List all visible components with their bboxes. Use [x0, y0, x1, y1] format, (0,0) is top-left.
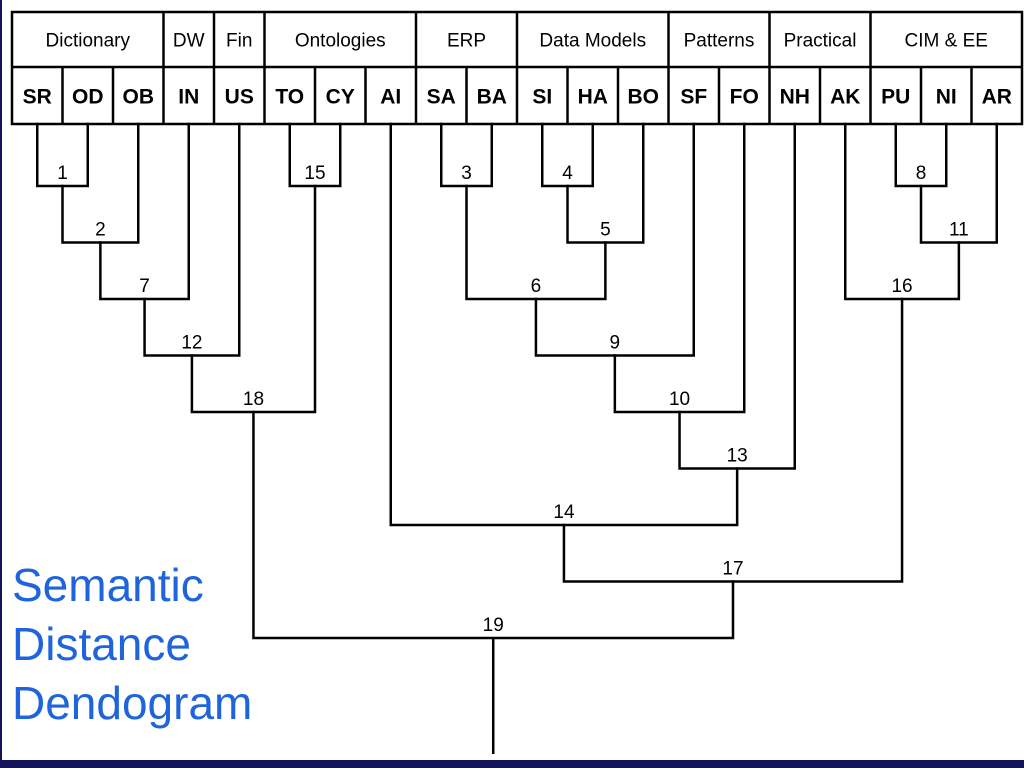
- merge-branch-16: [844, 122, 961, 301]
- leaf-label-sf: SF: [680, 86, 707, 109]
- leaf-label-cy: CY: [326, 86, 355, 109]
- leaf-label-ak: AK: [830, 86, 860, 109]
- leaf-label-si: SI: [532, 86, 552, 109]
- merge-branch-13: [678, 122, 796, 470]
- merge-label-3: 3: [461, 163, 472, 184]
- category-label-cim-ee: CIM & EE: [905, 31, 988, 52]
- merge-label-13: 13: [727, 446, 748, 467]
- title-line-1: Semantic: [12, 559, 204, 611]
- leaf-label-nh: NH: [780, 86, 810, 109]
- leaf-label-pu: PU: [881, 86, 910, 109]
- category-label-practical: Practical: [784, 31, 857, 52]
- category-label-ontologies: Ontologies: [295, 31, 386, 52]
- slide-frame-left: [0, 0, 2, 768]
- leaf-label-ar: AR: [982, 86, 1012, 109]
- merge-label-18: 18: [243, 389, 264, 410]
- title-line-3: Dendogram: [12, 677, 253, 729]
- leaf-label-sr: SR: [23, 86, 52, 109]
- merge-label-4: 4: [562, 163, 573, 184]
- leaf-label-ha: HA: [578, 86, 608, 109]
- merge-label-7: 7: [139, 276, 150, 297]
- merge-label-9: 9: [610, 333, 621, 354]
- category-label-fin: Fin: [226, 31, 252, 52]
- leaf-label-ba: BA: [477, 86, 507, 109]
- merge-branch-14: [389, 122, 739, 527]
- leaf-label-bo: BO: [628, 86, 660, 109]
- category-label-dw: DW: [173, 31, 205, 52]
- category-label-erp: ERP: [447, 31, 486, 52]
- merge-label-1: 1: [57, 163, 68, 184]
- slide-frame-bottom: [0, 760, 1024, 768]
- leaf-label-ob: OB: [123, 86, 155, 109]
- leaf-label-ai: AI: [380, 86, 401, 109]
- dendrogram-branches: [36, 122, 998, 754]
- merge-label-15: 15: [304, 163, 325, 184]
- merge-label-16: 16: [891, 276, 912, 297]
- leaf-label-ni: NI: [936, 86, 957, 109]
- merge-label-5: 5: [600, 220, 611, 241]
- category-label-data-models: Data Models: [539, 31, 646, 52]
- merge-branch-12: [143, 122, 241, 357]
- leaf-label-od: OD: [72, 86, 104, 109]
- diagram-title: Semantic Distance Dendogram: [12, 556, 252, 733]
- leaf-label-fo: FO: [730, 86, 759, 109]
- merge-label-8: 8: [916, 163, 927, 184]
- title-line-2: Distance: [12, 618, 191, 670]
- merge-label-19: 19: [483, 615, 504, 636]
- leaf-label-to: TO: [275, 86, 304, 109]
- merge-label-12: 12: [181, 333, 202, 354]
- merge-branch-18: [190, 184, 317, 414]
- merge-branch-7: [99, 122, 190, 301]
- merge-branch-9: [534, 122, 695, 357]
- merge-label-14: 14: [553, 502, 575, 523]
- leaf-label-sa: SA: [427, 86, 456, 109]
- merge-label-11: 11: [949, 220, 969, 241]
- merge-label-17: 17: [722, 559, 743, 580]
- merge-branch-10: [613, 122, 746, 414]
- merge-label-6: 6: [531, 276, 542, 297]
- merge-label-2: 2: [95, 220, 106, 241]
- leaf-label-us: US: [225, 86, 254, 109]
- leaf-label-in: IN: [178, 86, 199, 109]
- category-label-patterns: Patterns: [684, 31, 755, 52]
- category-label-dictionary: Dictionary: [46, 31, 131, 52]
- merge-label-10: 10: [669, 389, 690, 410]
